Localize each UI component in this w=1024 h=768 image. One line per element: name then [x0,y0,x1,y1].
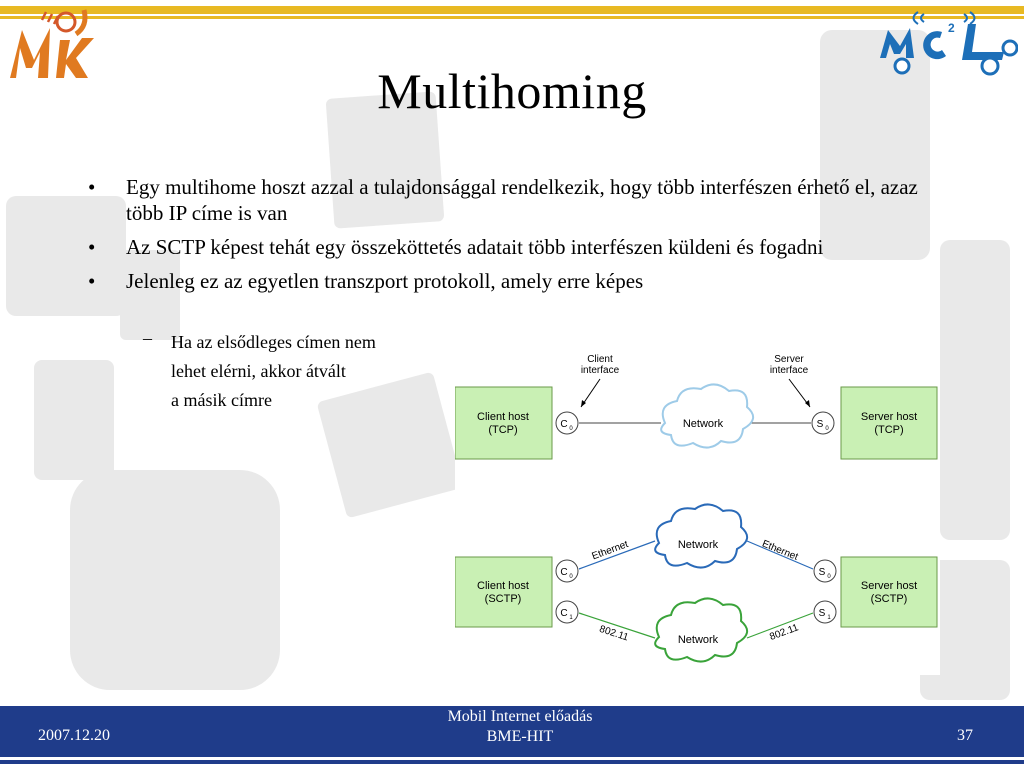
client-host-tcp-label1: Client host [477,411,529,423]
multihoming-diagram: Client interface Server interface Client… [455,351,940,675]
footer-stripe-thin [0,760,1024,764]
bullet-marker: • [88,269,96,293]
client-host-sctp-label1: Client host [477,580,529,592]
port-sub: 0 [569,426,573,432]
port-sub: 0 [825,426,829,432]
top-accent-stripe [0,6,1024,14]
wifi-label-right: 802.11 [768,622,800,643]
network-wifi-label: Network [678,634,719,646]
port-sub: 1 [827,615,831,621]
footer-stripe [0,752,1024,757]
ethernet-link-right [746,540,814,570]
footer-bar [0,706,1024,752]
footer-course: Mobil Internet előadás [447,708,593,725]
bullet-text: Jelenleg ez az egyetlen transzport proto… [126,269,644,293]
client-interface-label-line1: Client [587,354,613,365]
server-host-sctp [840,556,938,628]
mcl-logo: 2 [880,11,1018,76]
server-host-tcp [840,386,938,460]
client-host-sctp [455,556,553,628]
ethernet-label-left: Ethernet [590,539,629,562]
client-host-tcp [455,386,553,460]
bullet-item: • Egy multihome hoszt azzal a tulajdonsá… [88,174,928,226]
port-label: C [560,608,567,619]
ethernet-label-right: Ethernet [760,539,799,563]
server-interface-label-line1: Server [774,354,804,365]
server-host-sctp-label1: Server host [861,580,917,592]
footer-page-number: 37 [957,727,973,744]
port-sub: 1 [569,615,573,621]
server-host-sctp-label2: (SCTP) [871,593,908,605]
ethernet-link-left [578,540,656,570]
network-tcp-label: Network [683,418,724,430]
footer-institution: BME-HIT [486,728,554,745]
client-port-c0-tcp [555,411,579,435]
bullet-text: Egy multihome hoszt azzal a tulajdonságg… [126,175,918,225]
bullet-item: • Az SCTP képest tehát egy összeköttetés… [88,234,928,260]
footer-date: 2007.12.20 [38,727,110,744]
port-label: S [819,608,826,619]
client-port-c1-sctp [555,600,579,624]
port-label: S [817,419,824,430]
server-host-tcp-label2: (TCP) [874,424,903,436]
port-sub: 0 [569,574,573,580]
network-ethernet-label: Network [678,539,719,551]
top-accent-stripe-thin [0,16,1024,19]
client-interface-label-line2: interface [581,365,620,376]
bullet-marker: • [88,235,96,259]
wifi-label-left: 802.11 [598,624,630,644]
bullet-list: • Egy multihome hoszt azzal a tulajdonsá… [88,174,928,302]
server-interface-label-line2: interface [770,365,809,376]
server-host-tcp-label1: Server host [861,411,917,423]
network-cloud-ethernet [654,503,748,569]
wifi-link-left [578,612,656,639]
slide-title: Multihoming [377,63,647,119]
sub-bullet: – Ha az elsődleges címen nem lehet elérn… [143,328,443,415]
sub-bullet-line: lehet elérni, akkor átvált [171,361,346,381]
sub-bullet-line: a másik címre [171,390,272,410]
bullet-item: • Jelenleg ez az egyetlen transzport pro… [88,268,928,294]
sub-bullet-line: Ha az elsődleges címen nem [171,332,376,352]
svg-text:2: 2 [948,21,955,35]
server-port-s0-sctp [813,559,837,583]
mik-logo [10,9,94,78]
server-port-s0-tcp [811,411,835,435]
wifi-link-right [746,612,814,639]
network-cloud-wifi [654,597,748,663]
client-host-sctp-label2: (SCTP) [485,593,522,605]
port-label: C [560,419,567,430]
client-port-c0-sctp [555,559,579,583]
network-cloud-tcp [660,383,754,449]
port-sub: 0 [827,574,831,580]
sub-bullet-marker: – [143,328,152,348]
bullet-text: Az SCTP képest tehát egy összeköttetés a… [126,235,824,259]
footer-center-text: Mobil Internet előadás BME-HIT [360,707,680,747]
port-label: C [560,567,567,578]
server-port-s1-sctp [813,600,837,624]
client-host-tcp-label2: (TCP) [488,424,517,436]
bullet-marker: • [88,175,96,199]
port-label: S [819,567,826,578]
